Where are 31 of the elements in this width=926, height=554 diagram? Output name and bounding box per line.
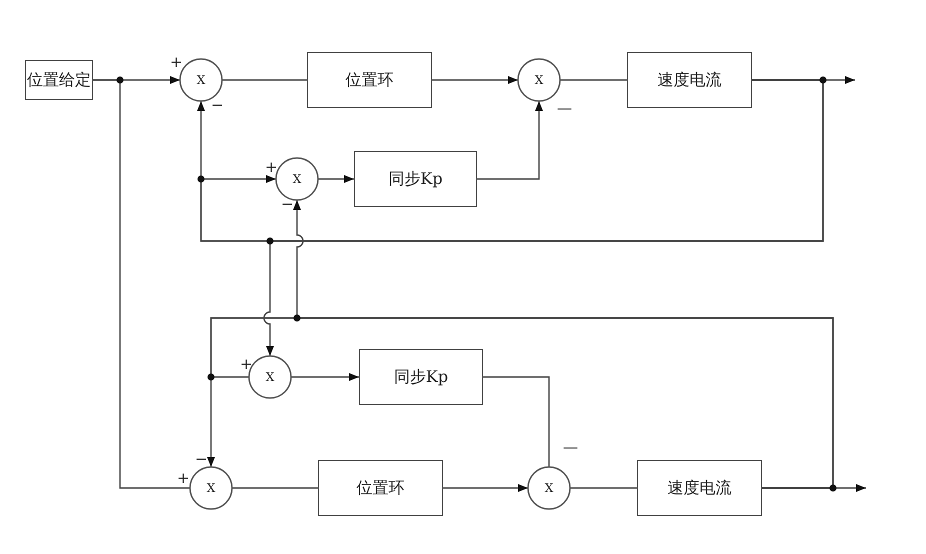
block-box: 速度电流 bbox=[627, 52, 752, 108]
connector-line bbox=[570, 487, 637, 489]
sign-label: — bbox=[563, 440, 578, 455]
sign-label: + bbox=[177, 471, 190, 486]
arrow bbox=[291, 373, 359, 381]
arrow bbox=[762, 484, 866, 492]
sign-label: − bbox=[195, 452, 208, 467]
sign-label: — bbox=[557, 101, 572, 116]
connector-line bbox=[93, 79, 190, 489]
summing-junction: X bbox=[189, 466, 233, 510]
arrow bbox=[443, 484, 528, 492]
summing-junction: X bbox=[527, 466, 571, 510]
arrow bbox=[264, 79, 824, 356]
summing-junction: X bbox=[275, 157, 319, 201]
arrow bbox=[318, 175, 354, 183]
arrow bbox=[432, 76, 518, 84]
block-box: 位置给定 bbox=[25, 60, 93, 100]
block-box: 位置环 bbox=[318, 460, 443, 516]
sign-label: + bbox=[265, 160, 278, 175]
block-box: 速度电流 bbox=[637, 460, 762, 516]
connector-line bbox=[483, 376, 550, 467]
summing-junction: X bbox=[248, 355, 292, 399]
summing-junction: X bbox=[517, 58, 561, 102]
arrow bbox=[477, 101, 543, 180]
connector-line bbox=[560, 79, 627, 81]
block-box: 同步Kp bbox=[354, 151, 477, 207]
connector-line bbox=[222, 79, 307, 81]
block-box: 同步Kp bbox=[359, 349, 483, 405]
block-box: 位置环 bbox=[307, 52, 432, 108]
summing-junction: X bbox=[179, 58, 223, 102]
connector-line bbox=[232, 487, 318, 489]
